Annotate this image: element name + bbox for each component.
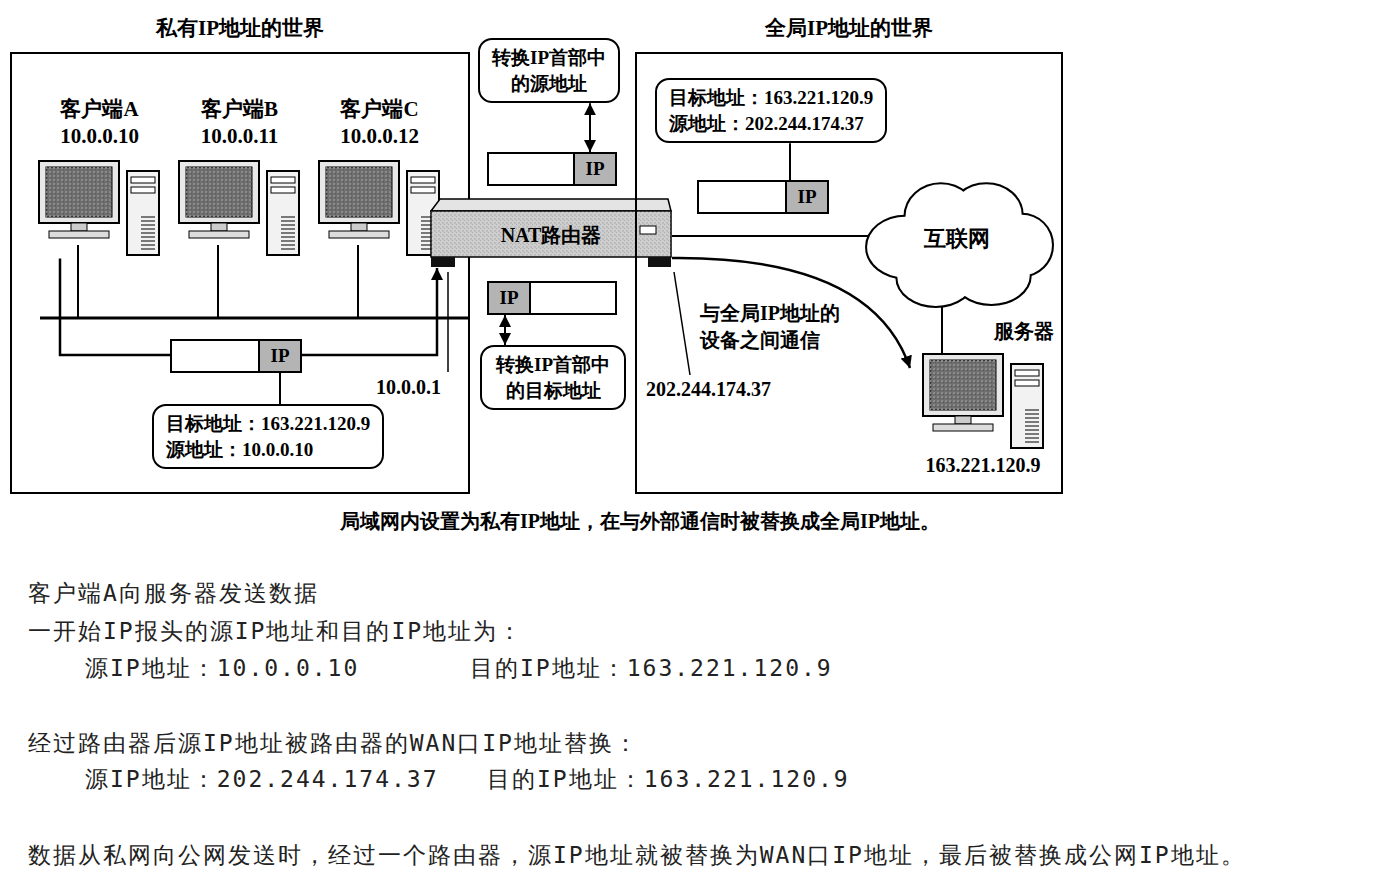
ip-address: 10.0.0.10: [32, 123, 167, 150]
ip-packet: IP: [487, 152, 617, 186]
bus-drop: [77, 245, 79, 318]
client-computer: 客户端B10.0.0.11: [172, 96, 307, 259]
region-title: 私有IP地址的世界: [12, 14, 468, 42]
callout-box: 转换IP首部中的目标地址: [480, 345, 626, 410]
ip-address: 10.0.0.12: [312, 123, 447, 150]
callout-box: 目标地址：163.221.120.9源地址：202.244.174.37: [655, 78, 887, 143]
internet-cloud: 互联网: [860, 166, 1054, 312]
packet-body: [172, 341, 258, 371]
ip-packet: IP: [697, 180, 829, 214]
region-title: 全局IP地址的世界: [637, 14, 1061, 42]
router-name: NAT路由器: [501, 222, 602, 249]
callout-box: 目标地址：163.221.120.9源地址：10.0.0.10: [152, 404, 384, 469]
figure-caption: 局域网内设置为私有IP地址，在与外部通信时被替换成全局IP地址。: [40, 508, 1240, 535]
note-text: 数据从私网向公网发送时，经过一个路由器，源IP地址就被替换为WAN口IP地址，最…: [28, 840, 1368, 871]
client-name: 客户端C: [312, 96, 447, 123]
cloud-name: 互联网: [924, 224, 990, 254]
ip-address: 10.0.0.1: [376, 376, 441, 399]
note-text: 经过路由器后源IP地址被路由器的WAN口IP地址替换：: [28, 728, 639, 759]
client-name: 客户端B: [172, 96, 307, 123]
bus-drop: [217, 245, 219, 318]
packet-body: [531, 283, 615, 313]
ip-packet: IP: [487, 281, 617, 315]
connector: [279, 373, 281, 404]
packet-body: [489, 154, 573, 184]
note-text: 客户端A向服务器发送数据: [28, 578, 319, 609]
computer-icon: [37, 159, 162, 259]
note-text: 源IP地址：10.0.0.10: [85, 653, 359, 684]
callout-text: 目标地址：163.221.120.9: [669, 85, 873, 111]
leader-line: [674, 272, 690, 375]
callout-text: 转换IP首部中的目标地址: [494, 352, 612, 403]
connector: [504, 315, 506, 345]
ip-header-field: IP: [785, 182, 827, 212]
packet-body: [699, 182, 785, 212]
note-text: 一开始IP报头的源IP地址和目的IP地址为：: [28, 616, 523, 647]
ip-address: 10.0.0.11: [172, 123, 307, 150]
note-text: 目的IP地址：163.221.120.9: [470, 653, 833, 684]
server-computer: 服务器 163.221.120.9: [912, 318, 1054, 478]
lan-bus: [40, 317, 468, 320]
callout-text: 目标地址：163.221.120.9: [166, 411, 370, 437]
computer-icon: [317, 159, 442, 259]
ip-address: 202.244.174.37: [646, 378, 771, 401]
ip-header-field: IP: [573, 154, 615, 184]
connector: [589, 103, 591, 152]
connector: [672, 258, 910, 368]
network-region: 私有IP地址的世界客户端A10.0.0.10客户端B10.0.0.11客户端C1…: [10, 52, 470, 494]
server-name: 服务器: [912, 318, 1054, 344]
ip-header-field: IP: [258, 341, 300, 371]
callout-text: 转换IP首部中的源地址: [492, 45, 606, 96]
client-name: 客户端A: [32, 96, 167, 123]
header-label: IP: [798, 186, 817, 208]
leader-line: [447, 272, 449, 372]
header-label: IP: [586, 158, 605, 180]
computer-icon: [177, 159, 302, 259]
ip-header-field: IP: [489, 283, 531, 313]
arrow-note: 与全局IP地址的设备之间通信: [700, 300, 850, 354]
ip-address: 163.221.120.9: [912, 452, 1054, 478]
note-text: 源IP地址：202.244.174.37: [85, 764, 439, 795]
connector: [941, 304, 943, 355]
header-label: IP: [271, 345, 290, 367]
cloud-face: 互联网: [860, 166, 1054, 312]
connector: [789, 143, 791, 180]
network-region: 全局IP地址的世界目标地址：163.221.120.9源地址：202.244.1…: [635, 52, 1063, 494]
computer-icon: [921, 352, 1046, 452]
callout-text: 源地址：202.244.174.37: [669, 111, 873, 137]
bus-drop: [357, 245, 359, 318]
ip-packet: IP: [170, 339, 302, 373]
connector: [672, 235, 869, 237]
header-label: IP: [500, 287, 519, 309]
callout-box: 转换IP首部中的源地址: [478, 38, 620, 103]
note-text: 目的IP地址：163.221.120.9: [487, 764, 850, 795]
callout-text: 源地址：10.0.0.10: [166, 437, 370, 463]
client-computer: 客户端A10.0.0.10: [32, 96, 167, 259]
client-computer: 客户端C10.0.0.12: [312, 96, 447, 259]
